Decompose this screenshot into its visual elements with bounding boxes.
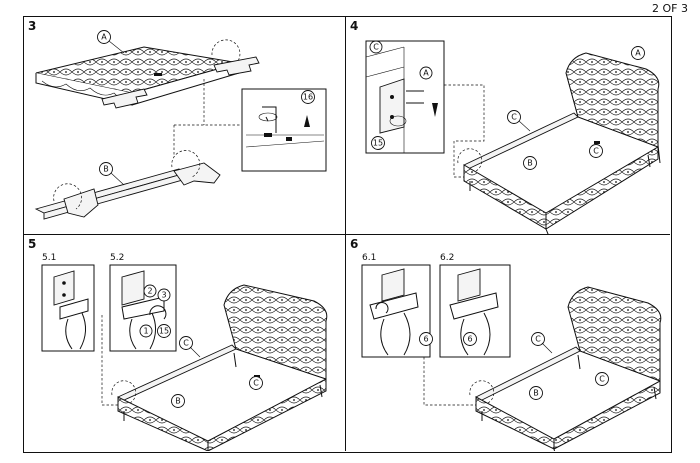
substep-5-2: 5.2 (110, 253, 125, 263)
step-5-number: 5 (28, 237, 37, 251)
svg-text:C: C (535, 335, 541, 344)
svg-text:C: C (593, 147, 599, 156)
svg-text:B: B (175, 397, 181, 406)
step-6-number: 6 (350, 237, 359, 251)
svg-text:A: A (423, 69, 429, 78)
callout-c-slat: C (595, 372, 609, 386)
substep-5-1: 5.1 (42, 253, 57, 263)
callout-15: 15 (157, 324, 171, 338)
detail-bracket (365, 40, 445, 154)
step-4-panel: 4 C A 15 (346, 17, 670, 235)
callout-c-rail: C (507, 110, 521, 124)
bed-frame-assembly (463, 52, 661, 234)
callout-a: A (97, 30, 111, 44)
callout-b: B (523, 156, 537, 170)
callout-b: B (171, 394, 185, 408)
instruction-sheet: 3 A (23, 16, 672, 453)
headboard-panel (35, 46, 240, 106)
page-number: 2 OF 3 (652, 2, 688, 15)
detail-6-1-bracket-leg (361, 264, 431, 358)
svg-text:A: A (635, 49, 641, 58)
callout-c-rail: C (179, 336, 193, 350)
headboard-legs (101, 56, 260, 109)
detail-bolt-allen-key (241, 88, 327, 172)
svg-text:15: 15 (159, 327, 169, 336)
svg-text:3: 3 (161, 291, 166, 300)
callout-16: 16 (301, 90, 315, 104)
callout-3: 3 (157, 288, 171, 302)
callout-b: B (99, 162, 113, 176)
step-3-panel: 3 A (24, 17, 346, 235)
callout-c-slat: C (589, 144, 603, 158)
callout-6-second: 6 (463, 332, 477, 346)
svg-text:C: C (373, 43, 379, 52)
callout-2: 2 (143, 284, 157, 298)
svg-text:C: C (183, 339, 189, 348)
callout-a: A (631, 46, 645, 60)
callout-c-slat: C (249, 376, 263, 390)
svg-text:1: 1 (143, 327, 148, 336)
svg-text:C: C (511, 113, 517, 122)
svg-text:6: 6 (423, 335, 428, 344)
bed-frame-assembly (475, 286, 662, 451)
bed-frame-assembly (117, 284, 328, 451)
callout-a-detail: A (419, 66, 433, 80)
callout-15: 15 (371, 136, 385, 150)
callout-6-first: 6 (419, 332, 433, 346)
step-5-illustration: 2 3 1 15 C B C (41, 264, 328, 451)
detail-5-1-bracket-leg (41, 264, 95, 352)
step-6-panel: 6 6.1 6.2 6 6 (346, 235, 670, 451)
svg-text:C: C (253, 379, 259, 388)
svg-text:C: C (599, 375, 605, 384)
callout-c-rail: C (531, 332, 545, 346)
step-3-illustration: A B (34, 30, 327, 220)
svg-text:15: 15 (373, 139, 383, 148)
svg-text:A: A (101, 33, 107, 42)
step-3-number: 3 (28, 19, 37, 33)
svg-text:2: 2 (147, 287, 152, 296)
step-6-illustration: 6 6 C B C (361, 264, 662, 451)
svg-text:B: B (527, 159, 533, 168)
svg-text:B: B (103, 165, 109, 174)
svg-text:6: 6 (467, 335, 472, 344)
step-4-illustration: C A 15 A (365, 40, 661, 234)
substep-6-1: 6.1 (362, 253, 377, 263)
substep-6-2: 6.2 (440, 253, 455, 263)
step-5-panel: 5 5.1 5.2 2 3 1 15 (24, 235, 346, 451)
callout-b: B (529, 386, 543, 400)
svg-text:16: 16 (303, 93, 313, 102)
step-4-number: 4 (350, 19, 359, 33)
callout-1: 1 (139, 324, 153, 338)
callout-c-detail: C (369, 40, 383, 54)
side-rail-b (34, 162, 221, 220)
svg-text:B: B (533, 389, 539, 398)
detail-5-2-bracket-leg (109, 264, 177, 352)
